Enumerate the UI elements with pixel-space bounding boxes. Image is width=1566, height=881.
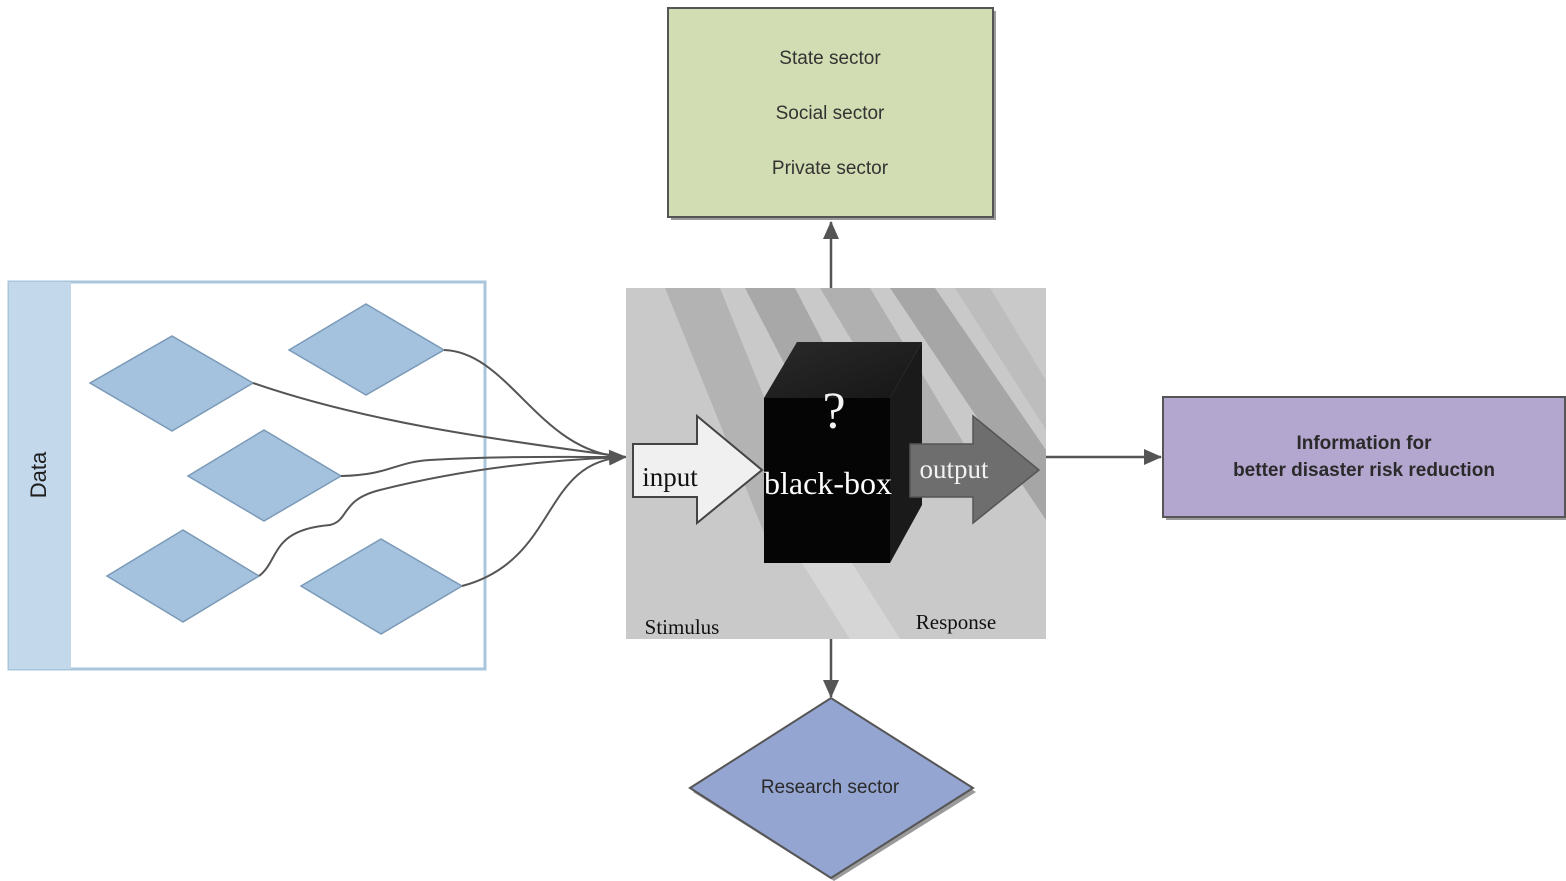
cube-front	[764, 398, 890, 563]
cube-top	[764, 342, 922, 398]
background-stripe	[800, 560, 900, 639]
research-label: Research sector	[761, 777, 900, 798]
data-panel: Data	[7, 280, 487, 671]
sectors-box: State sector Social sector Private secto…	[667, 7, 996, 220]
input-label: input	[642, 462, 698, 492]
connector-line	[443, 349, 627, 458]
sector-line-private: Private sector	[772, 158, 889, 179]
connector-line	[340, 455, 627, 477]
result-line-2: better disaster risk reduction	[1233, 460, 1495, 481]
connector-line	[258, 456, 627, 577]
connector-line	[461, 449, 627, 587]
connector-line	[252, 382, 627, 458]
output-arrow	[909, 414, 1041, 525]
cube-side	[890, 342, 922, 563]
sector-line-social: Social sector	[776, 103, 885, 124]
research-diamond	[688, 696, 975, 880]
research-sector: Research sector	[688, 696, 976, 881]
background-stripe	[955, 288, 1046, 430]
data-panel-band	[9, 282, 71, 669]
result-line-1: Information for	[1296, 433, 1432, 454]
output-label: output	[919, 454, 989, 484]
response-label: Response	[916, 610, 997, 634]
data-panel-label: Data	[26, 451, 51, 498]
black-box-label: black-box	[764, 465, 892, 501]
result-box-frame	[1162, 396, 1566, 518]
input-arrow	[632, 413, 764, 526]
black-box-illustration: input ? black-box output Stimulus Respon…	[626, 288, 1046, 639]
sectors-box-frame	[667, 7, 994, 218]
result-box: Information for better disaster risk red…	[1162, 396, 1566, 520]
stimulus-label: Stimulus	[645, 615, 720, 639]
question-mark: ?	[822, 383, 845, 440]
sector-line-state: State sector	[779, 48, 881, 69]
data-connectors	[252, 349, 627, 587]
